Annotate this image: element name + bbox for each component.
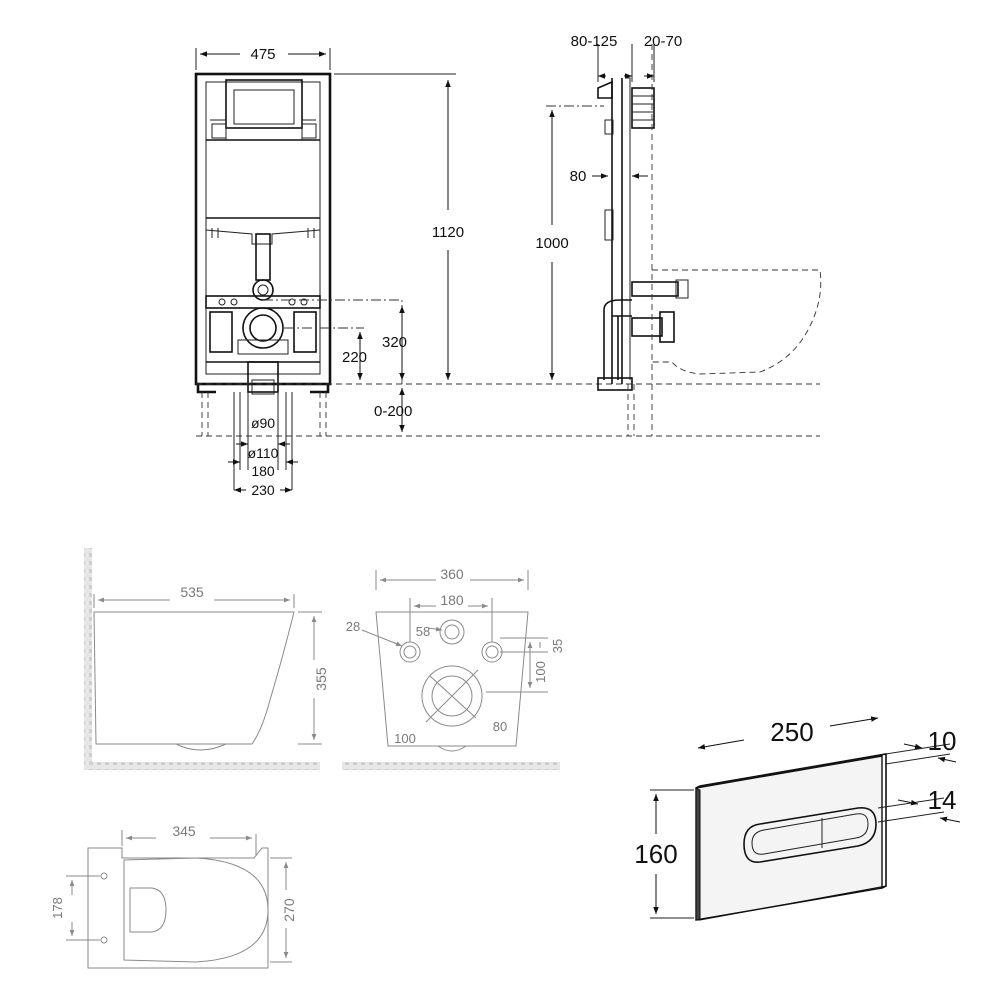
dim-bowl-height: 355 <box>313 667 329 691</box>
dim-plate-height: 160 <box>634 839 677 869</box>
dim-plate-depth-10: 10 <box>928 726 957 756</box>
dim-dia-80: 80 <box>493 719 507 734</box>
dim-dia-90: ø90 <box>251 415 275 431</box>
inlet-hole <box>439 619 465 645</box>
dim-180: 180 <box>251 463 275 479</box>
dim-0-200: 0-200 <box>374 403 412 420</box>
cistern-top <box>225 79 303 129</box>
dim-320: 320 <box>382 334 407 351</box>
dim-100-vertical: 100 <box>533 661 548 683</box>
dim-dia-28: 28 <box>346 619 360 634</box>
dim-dia-110: ø110 <box>248 445 279 461</box>
bowl-back-view: 360 180 28 58 35 100 100 80 <box>342 566 565 770</box>
dim-top-spacing: 178 <box>50 897 65 919</box>
frame-front-view: 475 1120 320 220 0-200 ø90 ø110 180 230 <box>194 46 820 498</box>
dim-range-80-125: 80-125 <box>571 33 618 50</box>
bowl-back-outline <box>375 611 529 747</box>
frame-side-view: 80-125 20-70 80 1000 <box>535 33 822 436</box>
frame-side-post <box>611 78 623 384</box>
dim-back-width: 360 <box>440 566 464 582</box>
dim-35: 35 <box>550 639 565 653</box>
floor-hatch <box>84 762 320 770</box>
fix-hole-left <box>399 641 421 663</box>
bowl-top-plate <box>87 847 269 969</box>
drain-bend <box>603 299 632 380</box>
dim-top-length: 345 <box>172 823 196 839</box>
dim-range-20-70: 20-70 <box>644 33 682 50</box>
bowl-top-view: 345 270 178 <box>50 823 297 969</box>
dim-frame-width: 475 <box>250 46 275 63</box>
dim-top-width: 270 <box>281 898 297 922</box>
dim-dia-100: 100 <box>394 731 416 746</box>
dim-side-1000: 1000 <box>535 235 568 252</box>
flush-plate-view: 250 160 10 14 <box>634 716 961 921</box>
dim-220: 220 <box>342 349 367 366</box>
dim-dia-58: 58 <box>416 624 430 639</box>
outlet-hole <box>421 665 483 727</box>
bowl-side-view: 535 355 <box>84 548 329 770</box>
frame-outline <box>194 72 332 386</box>
bowl-outline-dashed <box>652 269 822 375</box>
flush-pipe <box>255 233 271 281</box>
dim-plate-width: 250 <box>770 717 813 747</box>
dim-frame-height: 1120 <box>432 224 464 241</box>
wall-hatch-vertical <box>84 548 92 770</box>
bowl-side-outline <box>93 611 295 745</box>
dim-bowl-length: 535 <box>180 584 204 600</box>
dim-230: 230 <box>251 482 275 498</box>
bowl-top-outline <box>123 857 269 963</box>
fix-hole-right <box>481 641 503 663</box>
floor-hatch-back <box>342 762 560 770</box>
dim-side-80: 80 <box>570 168 587 185</box>
drain-outlet <box>242 307 284 349</box>
dim-back-spacing: 180 <box>440 592 464 608</box>
dim-plate-depth-14: 14 <box>928 785 957 815</box>
flush-button-oval <box>743 807 877 863</box>
